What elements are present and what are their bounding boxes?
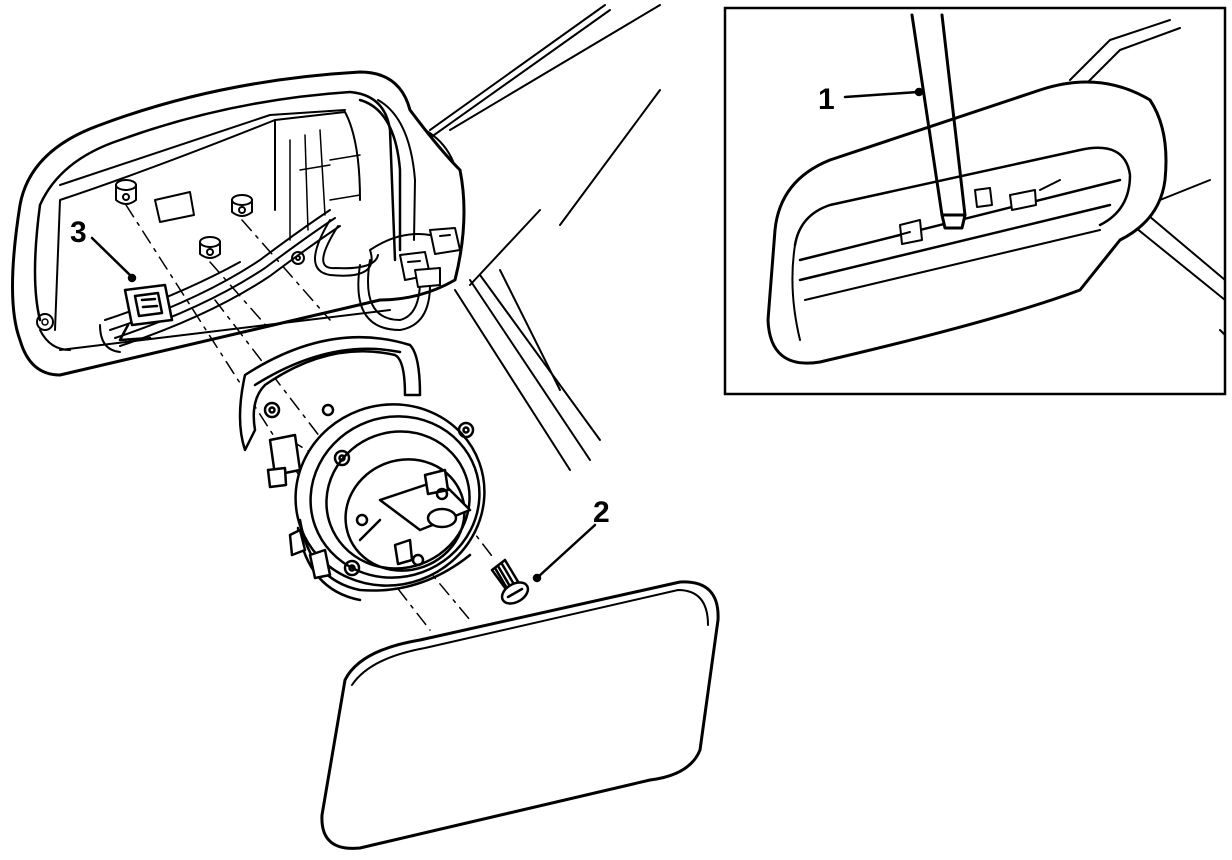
mirror-glass: [320, 580, 720, 850]
inset-detail-view: 1: [723, 6, 1227, 396]
callout-label-1: 1: [818, 83, 835, 116]
main-exploded-view: 3 2: [11, 4, 720, 850]
mirror-actuator: [288, 403, 486, 602]
item-3-connector: [118, 283, 174, 342]
item-2-screw: [490, 558, 530, 605]
mirror-housing: [11, 70, 466, 377]
inset-mirror-housing: [766, 80, 1168, 365]
callout-label-2: 2: [593, 496, 610, 529]
callout-leaders: [90, 236, 597, 583]
housing-bosses: [115, 179, 305, 265]
harness-connectors: [399, 227, 461, 288]
callout-leader-1: [843, 87, 924, 99]
retaining-bracket: [238, 335, 422, 489]
callout-label-3: 3: [70, 216, 87, 249]
inset-pry-tool: [910, 13, 967, 230]
